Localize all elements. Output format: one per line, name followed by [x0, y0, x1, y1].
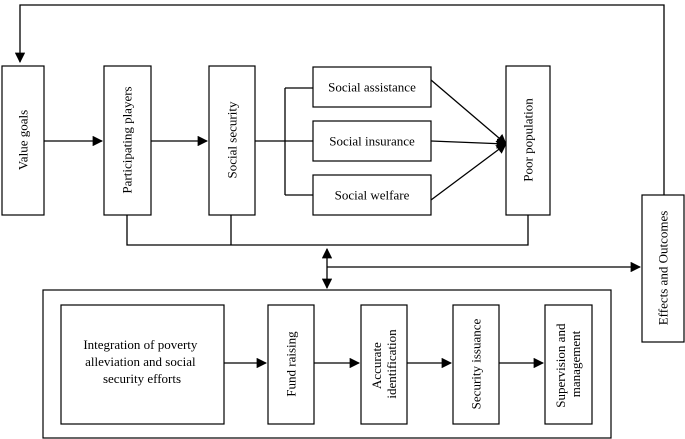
- supervision-management-box: [544, 304, 593, 425]
- fund-raising-label: Fund raising: [284, 331, 299, 397]
- integration-line-2: alleviation and social: [85, 354, 196, 369]
- supervision-management-label: Supervision and management: [553, 320, 583, 407]
- accurate-identification-line-1: Accurate: [369, 342, 384, 389]
- accurate-identification-line-2: identification: [384, 329, 399, 399]
- social-insurance-label: Social insurance: [329, 134, 415, 149]
- effects-outcomes-box: [641, 194, 685, 343]
- arrow-assistance-to-poor: [430, 79, 507, 145]
- accurate-identification-box: [360, 304, 408, 425]
- arrow-welfare-to-poor: [430, 143, 507, 201]
- feedback-loop-arrow: [14, 4, 665, 195]
- integration-box: [60, 304, 225, 425]
- supervision-management-line-1: Supervision and: [553, 323, 568, 408]
- poor-population-label: Poor population: [521, 98, 536, 182]
- participating-players-box: [103, 65, 152, 216]
- integration-label: Integration of poverty alleviation and s…: [83, 337, 200, 386]
- security-issuance-box: [452, 304, 500, 425]
- value-goals-label: Value goals: [16, 110, 31, 170]
- security-issuance-label: Security issuance: [469, 318, 484, 409]
- social-welfare-label: Social welfare: [335, 188, 410, 203]
- collector-line: [126, 215, 529, 246]
- value-goals-box: [1, 65, 45, 216]
- social-security-label: Social security: [225, 101, 240, 178]
- integration-line-1: Integration of poverty: [83, 337, 198, 352]
- social-welfare-box: [312, 174, 432, 216]
- arrow-insurance-to-poor: [430, 138, 508, 149]
- social-security-box: [208, 65, 256, 216]
- fund-raising-box: [267, 304, 315, 425]
- social-insurance-box: [312, 120, 432, 162]
- accurate-identification-label: Accurate identification: [369, 329, 399, 399]
- supervision-management-line-2: management: [568, 330, 583, 397]
- effects-outcomes-label: Effects and Outcomes: [656, 211, 671, 326]
- poor-population-box: [505, 65, 551, 216]
- integration-line-3: security efforts: [103, 371, 181, 386]
- social-assistance-label: Social assistance: [328, 80, 416, 95]
- participating-players-label: Participating players: [120, 86, 135, 193]
- social-assistance-box: [312, 66, 432, 108]
